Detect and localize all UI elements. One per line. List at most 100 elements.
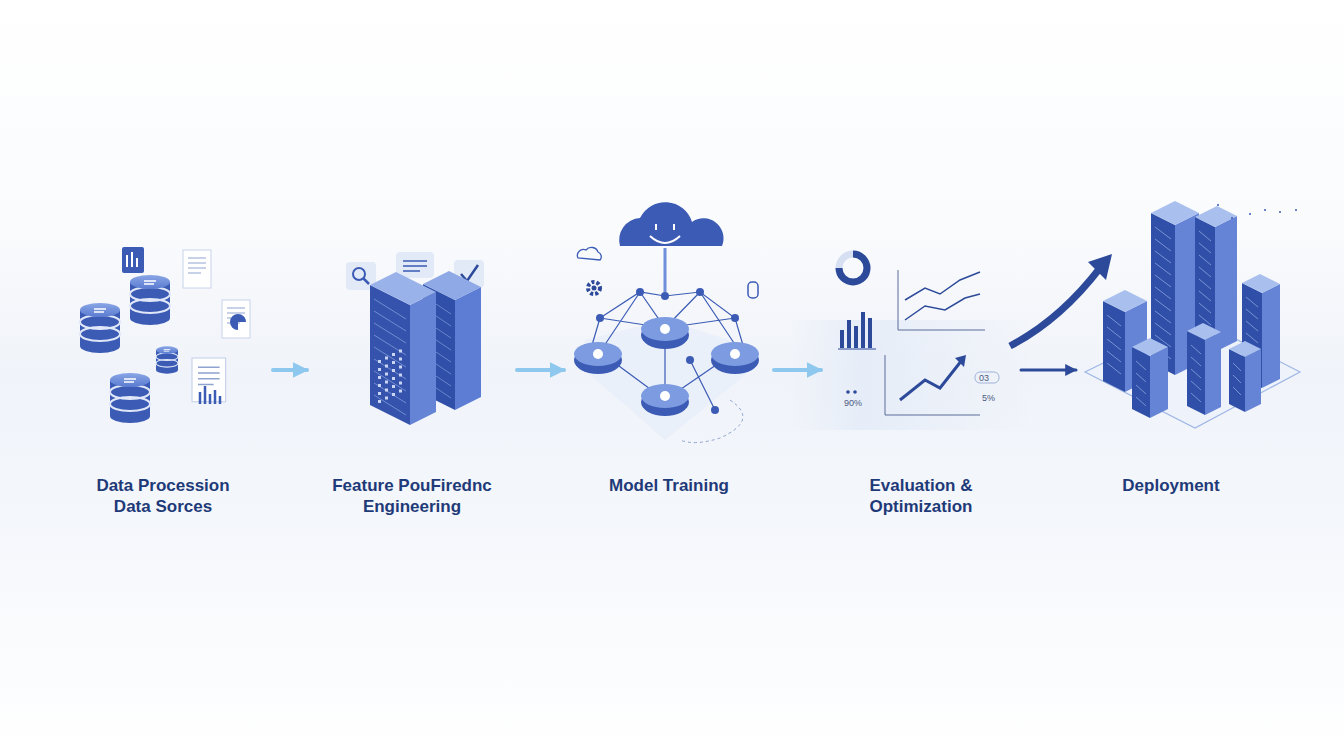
- model-training-icons: [686, 356, 694, 364]
- stage-group: Deployment: [1086, 200, 1256, 506]
- evaluation-charts: [839, 254, 867, 282]
- iso-face: [455, 287, 481, 410]
- iso-face: [370, 285, 410, 425]
- iso-face: [1229, 341, 1261, 357]
- iso-face: [1242, 274, 1280, 293]
- data-sources-icons: [222, 300, 250, 338]
- iso-face: [1187, 331, 1205, 415]
- stage-group: Model Training: [574, 200, 764, 506]
- deployment-city: [1264, 209, 1266, 211]
- window-line: [1199, 303, 1211, 313]
- window-line: [1155, 275, 1171, 287]
- evaluation-charts: [839, 254, 867, 282]
- iso-face: [1262, 284, 1280, 388]
- stage-label: Feature PouFirednc Engineering: [322, 475, 502, 517]
- stage-group: Data Procession Data Sorces: [63, 200, 263, 527]
- model-training-icons: [748, 282, 758, 298]
- deployment-city: [1088, 254, 1112, 280]
- flow-arrow: [774, 368, 821, 372]
- server-light: [399, 374, 402, 377]
- server-light: [385, 365, 388, 368]
- server-light: [392, 353, 395, 356]
- model-training-icons: [641, 317, 689, 341]
- server-racks: [370, 271, 481, 425]
- deployment-city: [1217, 204, 1219, 206]
- window-line: [1246, 321, 1258, 331]
- window-line: [1199, 255, 1211, 265]
- server-light: [378, 384, 381, 387]
- server-light: [399, 350, 402, 353]
- window-line: [374, 347, 406, 367]
- iso-face: [1151, 201, 1199, 225]
- model-training-icons: [641, 384, 689, 408]
- window-line: [1107, 351, 1121, 362]
- window-line: [1199, 231, 1211, 241]
- window-line: [1199, 267, 1211, 277]
- window-line: [1191, 381, 1201, 390]
- model-training-icons: [711, 342, 759, 366]
- window-line: [1155, 239, 1171, 251]
- data-sources-icons: [200, 386, 220, 404]
- data-sources-icons: [130, 275, 170, 325]
- deployment-city: [1231, 217, 1233, 219]
- model-training-icons: [696, 288, 704, 296]
- evaluation-charts: [846, 390, 850, 394]
- model-training-icons: [574, 202, 759, 442]
- server-light: [378, 376, 381, 379]
- window-line: [374, 323, 406, 343]
- iso-face: [1245, 349, 1261, 412]
- model-training-icons: [660, 391, 670, 401]
- model-training-icons: [574, 342, 622, 366]
- flow-arrow: [273, 368, 307, 372]
- window-line: [374, 299, 406, 319]
- chart-value: 03: [979, 373, 989, 383]
- stage-group: Evaluation & Optimization: [831, 200, 1011, 527]
- server-light: [392, 361, 395, 364]
- window-line: [374, 383, 406, 403]
- evaluation-charts: [905, 272, 980, 300]
- server-light: [392, 385, 395, 388]
- model-training-icons: [730, 349, 740, 359]
- window-line: [1136, 361, 1146, 370]
- evaluation-charts: [955, 355, 966, 367]
- data-sources-icons: [127, 252, 137, 267]
- window-line: [1233, 387, 1241, 395]
- window-line: [1199, 243, 1211, 253]
- stage-label: Model Training: [579, 475, 759, 496]
- window-line: [1107, 327, 1121, 338]
- server-light: [399, 366, 402, 369]
- window-line: [1136, 373, 1146, 382]
- evaluation-charts: [842, 312, 870, 348]
- deployment-city: [1295, 209, 1297, 211]
- model-training-icons: [592, 286, 597, 291]
- window-line: [1136, 397, 1146, 406]
- window-line: [374, 359, 406, 379]
- deployment-city: [1217, 204, 1297, 219]
- stage-label: Data Procession Data Sorces: [81, 475, 246, 517]
- model-training-icons: [661, 292, 669, 300]
- model-training-icons: [593, 349, 603, 359]
- window-line: [374, 311, 406, 331]
- iso-face: [1132, 338, 1168, 356]
- window-line: [1155, 311, 1171, 323]
- data-sources-icons: [183, 250, 211, 288]
- feature-icons: [363, 278, 369, 284]
- model-training-icons: [660, 324, 670, 334]
- window-line: [1233, 375, 1241, 383]
- server-light: [385, 389, 388, 392]
- server-light: [399, 358, 402, 361]
- server-light: [378, 400, 381, 403]
- window-line: [1155, 287, 1171, 299]
- chart-value: 5%: [982, 393, 995, 403]
- chart-value: 90%: [844, 398, 862, 408]
- window-line: [1199, 279, 1211, 289]
- iso-face: [1205, 332, 1221, 415]
- feature-icons: [403, 261, 427, 271]
- stage-group: Feature PouFirednc Engineering: [317, 200, 507, 527]
- data-sources-icons: [122, 247, 144, 273]
- iso-face: [370, 272, 436, 305]
- feature-icons: [396, 252, 434, 278]
- evaluation-charts: [975, 372, 999, 383]
- server-light: [385, 381, 388, 384]
